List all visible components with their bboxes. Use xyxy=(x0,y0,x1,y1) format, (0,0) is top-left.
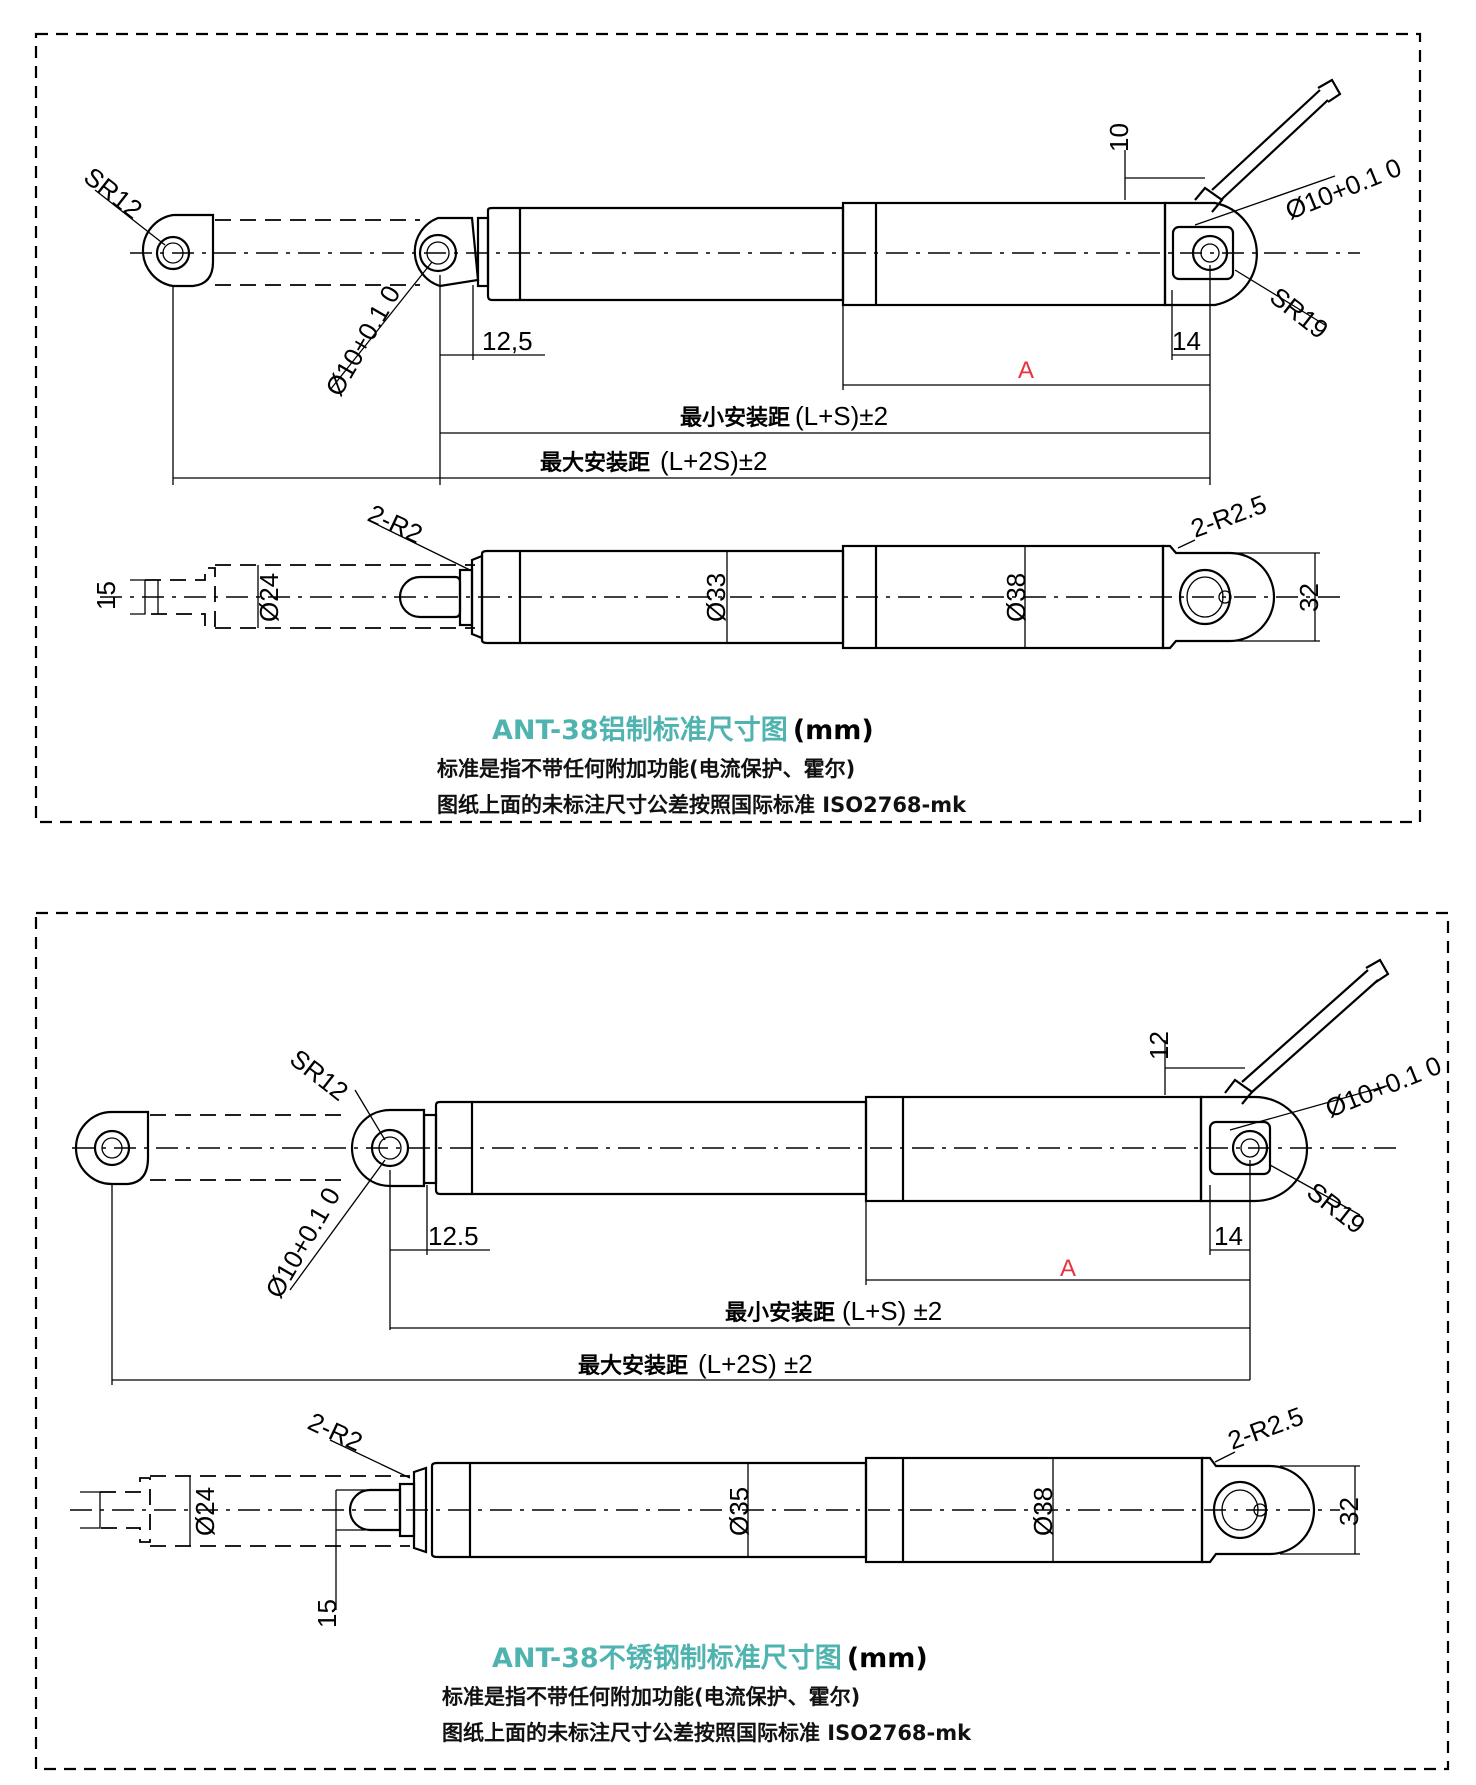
label-max-install: 最大安装距 xyxy=(540,450,650,476)
value-min-install: (L+S) ±2 xyxy=(842,1296,942,1326)
label-dim-10: 10 xyxy=(1104,123,1134,152)
label-dim-12-5: 12.5 xyxy=(428,1221,479,1251)
outer-housing xyxy=(841,201,1167,307)
cable-end xyxy=(1317,78,1342,103)
caption-line-1: 标准是指不带任何附加功能(电流保护、霍尔) xyxy=(442,1685,861,1709)
label-dim-a: A xyxy=(1018,357,1034,384)
label-dim-14: 14 xyxy=(1172,326,1201,356)
rear-clevis xyxy=(1199,1095,1309,1203)
panel-frame xyxy=(34,911,1450,1771)
label-dim-a: A xyxy=(1060,1255,1076,1282)
label-dim-15: 15 xyxy=(91,581,121,610)
label-sr19: SR19 xyxy=(1264,281,1334,345)
rear-clevis-side xyxy=(1161,544,1276,650)
value-max-install: (L+2S)±2 xyxy=(660,446,768,476)
label-d24: Ø24 xyxy=(190,1487,220,1536)
label-tube-dia: Ø35 xyxy=(724,1487,754,1536)
cable-gland xyxy=(1194,186,1224,213)
caption-line-1: 标准是指不带任何附加功能(电流保护、霍尔) xyxy=(437,757,856,781)
label-r2: 2-R2 xyxy=(303,1406,367,1457)
label-r25: 2-R2.5 xyxy=(1224,1401,1308,1456)
top-view xyxy=(94,78,1360,391)
caption-unit: (mm) xyxy=(792,715,874,746)
caption-line-2: 图纸上面的未标注尺寸公差按照国际标准 ISO2768-mk xyxy=(437,793,967,817)
label-tube-dia: Ø33 xyxy=(701,573,731,622)
cable-end xyxy=(1365,958,1390,983)
rear-clevis xyxy=(1163,201,1258,307)
label-dim-15: 15 xyxy=(312,1599,342,1628)
side-view xyxy=(70,1439,1360,1610)
dimension-lines xyxy=(111,1160,1251,1385)
rod-end-side xyxy=(348,1488,402,1532)
value-max-install: (L+2S) ±2 xyxy=(698,1349,813,1379)
caption-aluminium: ANT-38铝制标准尺寸图 (mm) 标准是指不带任何附加功能(电流保护、霍尔)… xyxy=(437,708,966,819)
cable-gland xyxy=(1224,1078,1254,1105)
rod-eye xyxy=(350,1108,426,1188)
label-sr12: SR12 xyxy=(284,1043,354,1107)
label-r25: 2-R2.5 xyxy=(1187,489,1271,544)
top-view xyxy=(72,958,1400,1291)
label-dim-14: 14 xyxy=(1214,1221,1243,1251)
label-sr12: SR12 xyxy=(78,161,148,225)
caption-stainless: ANT-38不锈钢制标准尺寸图 (mm) 标准是指不带任何附加功能(电流保护、霍… xyxy=(442,1636,971,1747)
panel-aluminium: SR12 Ø10+0.1 0 Ø10+0.1 0 SR19 10 12,5 14… xyxy=(34,32,1422,824)
inner-tube xyxy=(486,206,845,302)
label-dim-12: 12 xyxy=(1144,1031,1174,1060)
label-d38: Ø38 xyxy=(1001,573,1031,622)
label-clevis-bore: Ø10+0.1 0 xyxy=(1321,1050,1445,1124)
panel-frame xyxy=(34,32,1422,824)
dimension-lines xyxy=(172,265,1211,485)
caption-title: ANT-38铝制标准尺寸图 xyxy=(492,715,788,746)
extended-rod-eye xyxy=(74,1110,150,1186)
label-dim-32: 32 xyxy=(1334,1497,1364,1526)
label-d24: Ø24 xyxy=(254,573,284,622)
label-min-install: 最小安装距 xyxy=(725,1300,835,1326)
label-dim-32: 32 xyxy=(1294,583,1324,612)
label-dim-12-5: 12,5 xyxy=(482,326,533,356)
caption-title: ANT-38不锈钢制标准尺寸图 xyxy=(492,1643,842,1674)
label-rod-bore: Ø10+0.1 0 xyxy=(259,1182,346,1303)
caption-unit: (mm) xyxy=(846,1643,928,1674)
label-r2: 2-R2 xyxy=(363,498,427,549)
value-min-install: (L+S)±2 xyxy=(795,401,888,431)
rear-clevis-side xyxy=(1200,1456,1316,1564)
extended-rod-eye xyxy=(141,213,215,288)
outer-housing xyxy=(864,1095,1203,1203)
rod-eye xyxy=(413,216,480,288)
label-min-install: 最小安装距 xyxy=(680,405,790,431)
caption-line-2: 图纸上面的未标注尺寸公差按照国际标准 ISO2768-mk xyxy=(442,1721,972,1745)
label-rod-bore: Ø10+0.1 0 xyxy=(319,280,406,401)
label-max-install: 最大安装距 xyxy=(578,1353,688,1379)
label-sr19: SR19 xyxy=(1301,1176,1371,1240)
label-d38: Ø38 xyxy=(1028,1487,1058,1536)
side-view xyxy=(100,524,1340,650)
